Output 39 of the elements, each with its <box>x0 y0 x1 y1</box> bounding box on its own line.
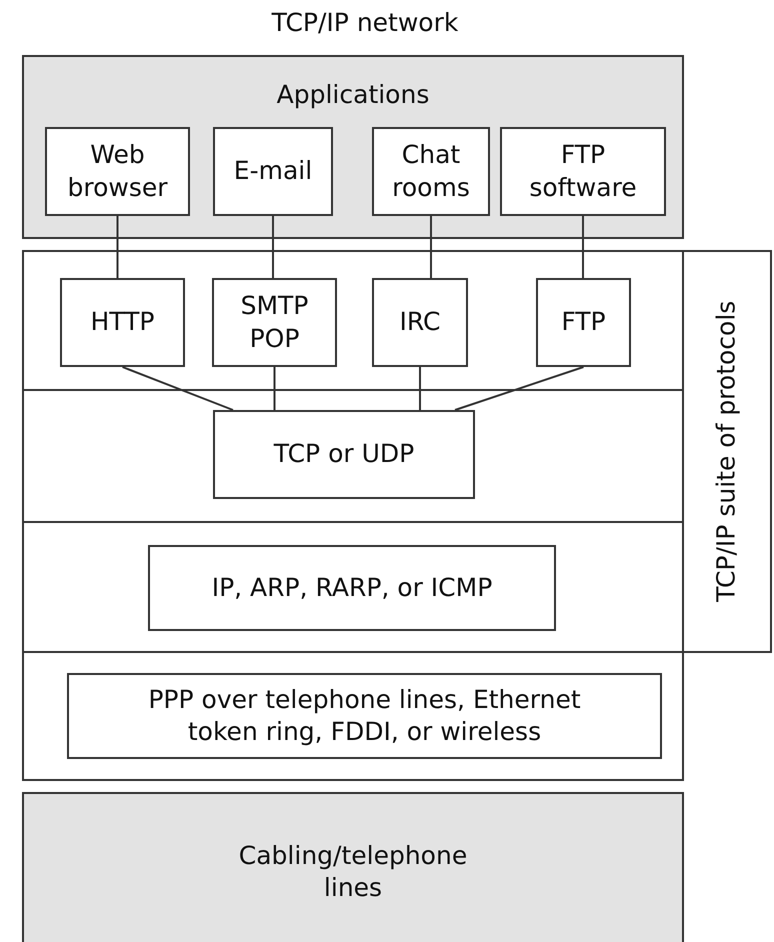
diagram-title: TCP/IP network <box>270 8 460 37</box>
protocol-box <box>213 127 333 216</box>
layer-label: Cabling/telephone lines <box>238 840 468 904</box>
connector-line <box>454 366 584 411</box>
connector-line <box>116 216 118 278</box>
box-label: Web browser <box>66 139 169 204</box>
box-label: E-mail <box>234 155 312 188</box>
protocol-box <box>212 278 337 367</box>
box-label: TCP or UDP <box>274 438 414 470</box>
protocol-box <box>372 278 468 367</box>
box-label: Chat rooms <box>391 139 471 204</box>
application-layer-band <box>22 55 684 239</box>
box-label: PPP over telephone lines, Ethernet token ring, FDDI, or wireless <box>147 684 582 748</box>
protocol-box <box>372 127 490 216</box>
protocol-box <box>60 278 185 367</box>
physical-layer-band <box>22 792 684 942</box>
connector-line <box>272 216 274 278</box>
protocol-box <box>45 127 190 216</box>
protocol-box <box>536 278 631 367</box>
connector-line <box>582 216 584 278</box>
protocol-box <box>213 410 475 499</box>
protocol-layer-band <box>22 250 684 391</box>
box-label: IRC <box>400 306 440 338</box>
box-label: IP, ARP, RARP, or ICMP <box>212 572 492 604</box>
protocol-layer-band <box>22 651 684 781</box>
layer-label: Applications <box>276 79 430 111</box>
protocol-box <box>67 673 662 759</box>
connector-line <box>430 216 432 278</box>
side-label-box <box>682 250 772 653</box>
vertical-label: TCP/IP suite of protocols <box>710 300 742 602</box>
box-label: SMTP POP <box>240 290 310 354</box>
box-label: HTTP <box>90 306 154 338</box>
protocol-box <box>148 545 556 631</box>
connector-line <box>419 367 421 410</box>
connector-line <box>122 366 234 411</box>
box-label: FTP <box>561 306 606 338</box>
connector-line <box>274 367 276 410</box>
box-label: FTP software <box>528 139 638 204</box>
protocol-box <box>500 127 666 216</box>
